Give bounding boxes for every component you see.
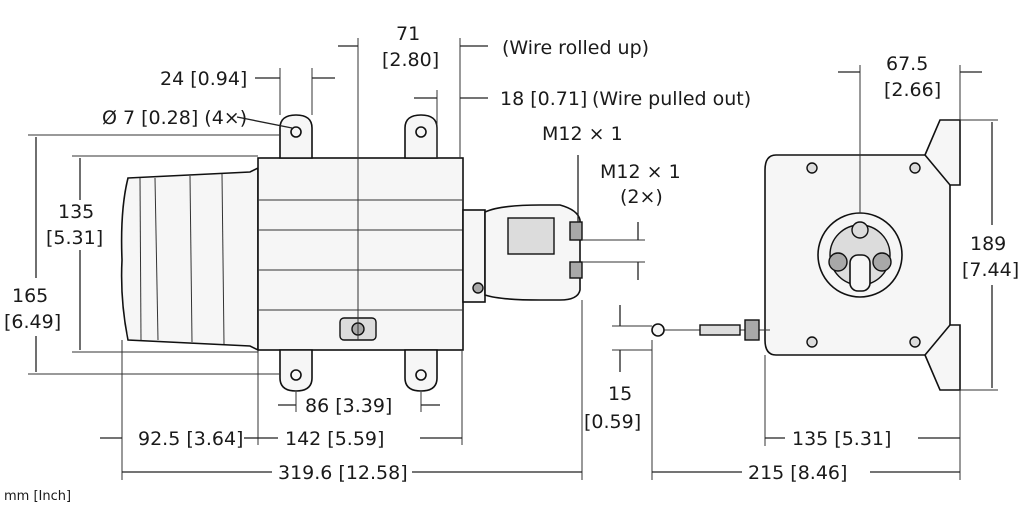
dim-side-height-inch: [7.44] <box>962 259 1019 281</box>
dim-71-inch: [2.80] <box>382 49 439 71</box>
dim-wire-offset-inch: [0.59] <box>584 411 641 433</box>
dim-side-top-inch: [2.66] <box>884 79 941 101</box>
dim-body-height-inch: [5.31] <box>46 227 103 249</box>
wire-clip <box>744 319 760 341</box>
dim-rear-length: 92.5 [3.64] <box>138 428 243 450</box>
dim-side-width: 135 [5.31] <box>792 428 891 450</box>
connector-m12-bottom <box>569 261 583 279</box>
wire-tube <box>699 324 741 336</box>
dim-71-value: 71 <box>396 23 420 45</box>
wire-eyelet <box>651 323 665 337</box>
dim-overall-height-inch: [6.49] <box>4 311 61 333</box>
side-view <box>651 119 961 391</box>
side-flange-bottom <box>924 324 961 391</box>
units-note: mm [Inch] <box>4 489 71 504</box>
dim-side-total: 215 [8.46] <box>748 462 847 484</box>
encoder-plate <box>507 217 555 255</box>
dim-wire-offset-value: 15 <box>608 383 632 405</box>
dim-hole-spacing: 24 [0.94] <box>160 68 247 90</box>
side-flange-top <box>924 119 961 186</box>
connector-m12-top <box>569 221 583 241</box>
connector-side-label: M12 × 1 <box>600 161 681 183</box>
dim-total-length: 319.6 [12.58] <box>278 462 408 484</box>
front-dimensions <box>28 38 645 480</box>
dimension-labels: 71 [2.80] (Wire rolled up) 18 [0.71] (Wi… <box>4 23 1019 504</box>
dim-mid-length: 142 [5.59] <box>285 428 384 450</box>
dim-foot-spacing: 86 [3.39] <box>305 395 392 417</box>
dim-side-height-value: 189 <box>970 233 1006 255</box>
dim-body-height-value: 135 <box>58 201 94 223</box>
side-dimensions <box>612 65 998 480</box>
connector-side-count: (2×) <box>620 186 663 208</box>
dim-wire-pulled-out: 18 [0.71] <box>500 88 587 110</box>
dim-overall-height-value: 165 <box>12 285 48 307</box>
connector-main-label: M12 × 1 <box>542 123 623 145</box>
dim-side-top-value: 67.5 <box>886 53 928 75</box>
wire-rolled-up-note: (Wire rolled up) <box>502 37 649 59</box>
wire-pulled-out-note: (Wire pulled out) <box>592 88 751 110</box>
dim-hole-diameter: Ø 7 [0.28] (4×) <box>102 107 247 129</box>
